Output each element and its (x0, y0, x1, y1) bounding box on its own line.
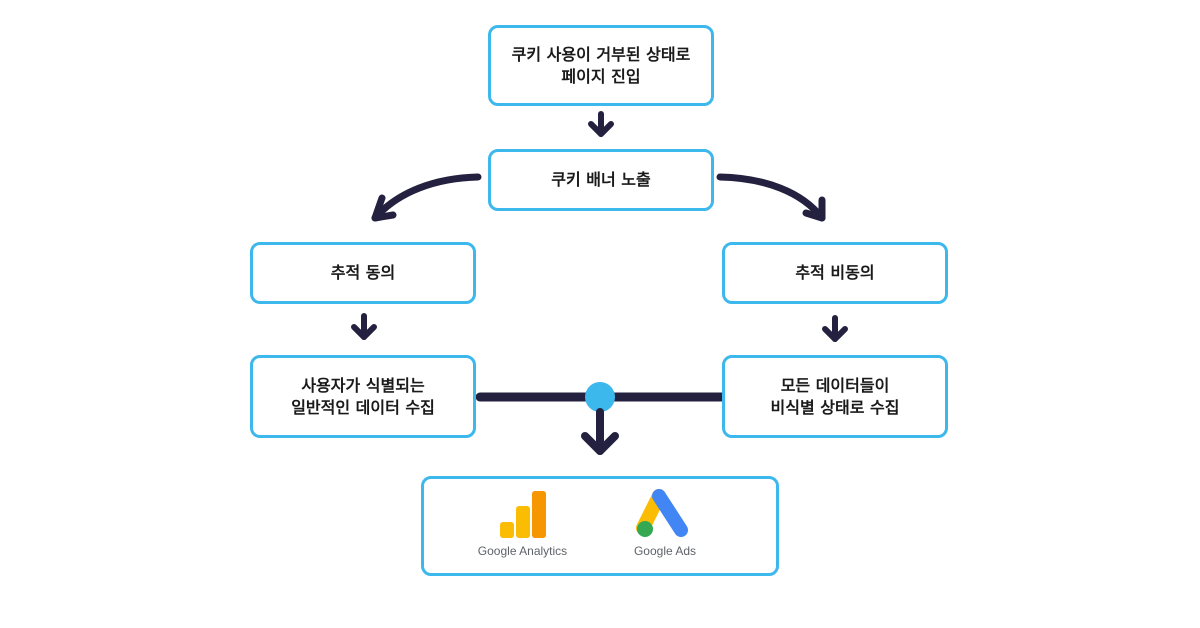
node-anonymous-collection: 모든 데이터들이 비식별 상태로 수집 (722, 355, 948, 438)
node-tracking-consent: 추적 동의 (250, 242, 476, 304)
node-start: 쿠키 사용이 거부된 상태로 페이지 진입 (488, 25, 714, 106)
node-tracking-nonconsent: 추적 비동의 (722, 242, 948, 304)
arrow-nonconsent-to-anonymous (822, 315, 848, 342)
arrow-start-to-banner (588, 111, 614, 137)
google-analytics-label: Google Analytics (477, 544, 568, 558)
google-analytics-logo: Google Analytics (470, 490, 575, 558)
node-identified-collection: 사용자가 식별되는 일반적인 데이터 수집 (250, 355, 476, 438)
arrow-consent-to-identified (351, 313, 377, 340)
arrow-banner-to-nonconsent (716, 173, 826, 222)
node-cookie-banner: 쿠키 배너 노출 (488, 149, 714, 211)
arrow-banner-to-consent (371, 173, 482, 222)
destinations-panel (421, 476, 779, 576)
junction-dot (585, 382, 615, 412)
google-ads-logo: Google Ads (625, 488, 705, 558)
arrow-junction-to-destinations (581, 408, 619, 455)
google-ads-label: Google Ads (633, 544, 697, 558)
google-ads-icon (636, 489, 688, 537)
google-analytics-icon (499, 491, 546, 538)
